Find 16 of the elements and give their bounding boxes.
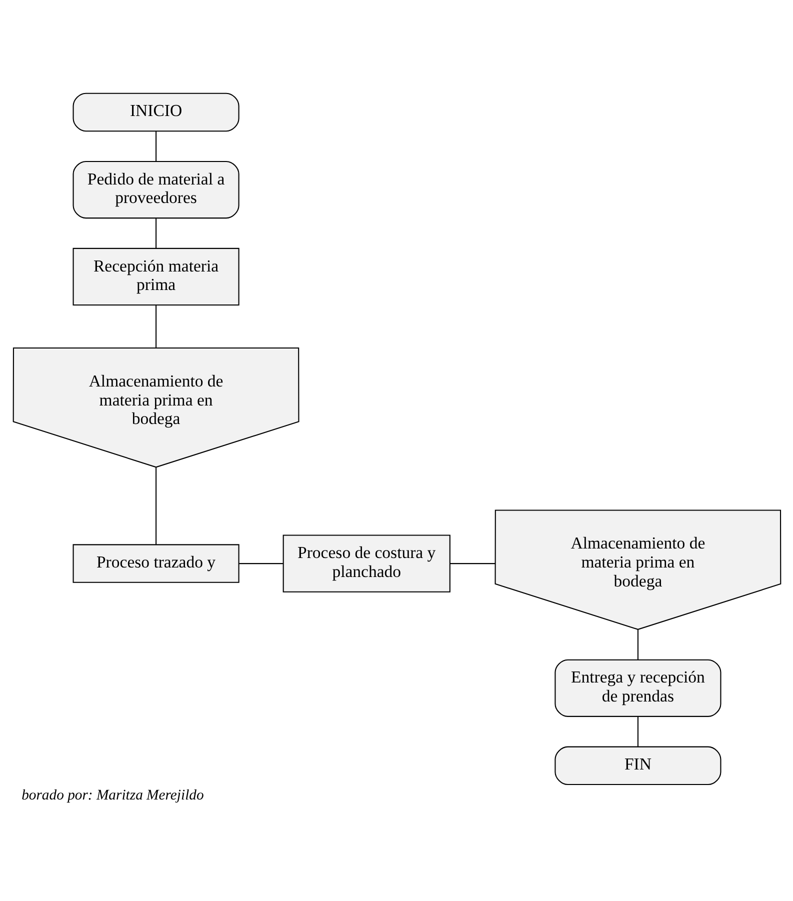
node-box: Pedido de material a proveedores <box>72 160 239 218</box>
connector <box>636 716 638 746</box>
caption: borado por: Maritza Merejildo <box>21 786 204 803</box>
node-box: Proceso de costura y planchado <box>282 534 450 592</box>
connector <box>238 562 282 564</box>
connector <box>450 562 495 564</box>
node-box: Entrega y recepción de prendas <box>554 658 721 716</box>
node-box: FIN <box>554 746 721 785</box>
connector <box>155 130 156 161</box>
connector <box>155 467 156 544</box>
connector <box>155 304 156 348</box>
connector <box>155 218 156 248</box>
connector <box>636 628 638 660</box>
node-box: Recepción materia prima <box>72 247 239 306</box>
node-box: INICIO <box>72 92 239 132</box>
node-box: Proceso trazado y <box>72 544 239 582</box>
